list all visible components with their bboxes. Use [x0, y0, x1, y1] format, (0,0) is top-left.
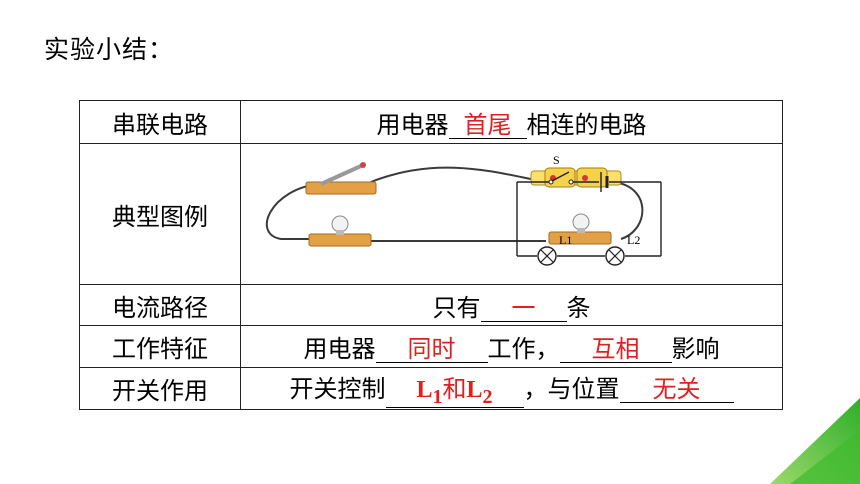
lamp1-label: L1 — [559, 233, 572, 247]
circuit-cell: S L1 L2 — [240, 143, 783, 285]
row-label: 开关作用 — [79, 367, 241, 410]
lamp-cross — [608, 249, 622, 263]
table-row-diagram: 典型图例 — [79, 143, 783, 285]
text-pre: 用电器 — [303, 335, 376, 363]
bulb-socket — [577, 228, 585, 233]
table-row-path: 电流路径 只有一条 — [79, 284, 783, 326]
row-label: 串联电路 — [79, 100, 241, 144]
answer-blank: 互相 — [559, 336, 672, 364]
row-label: 典型图例 — [79, 143, 241, 285]
text-pre: 只有 — [432, 293, 481, 322]
answer-blank: 首尾 — [448, 111, 527, 139]
summary-table: 串联电路 用电器首尾相连的电路 典型图例 — [79, 100, 783, 410]
green-triangle-inner — [790, 430, 860, 484]
text-post: 条 — [566, 293, 591, 322]
wire — [610, 181, 644, 240]
lamp-subscript: 2 — [482, 385, 493, 408]
switch-lever — [320, 164, 362, 186]
table-row-series: 串联电路 用电器首尾相连的电路 — [79, 100, 783, 144]
switch-knob — [360, 162, 366, 168]
lamp-letter: L — [466, 376, 483, 403]
row-label: 工作特征 — [79, 325, 241, 368]
row-content: 只有一条 — [240, 284, 783, 326]
text-post: 影响 — [671, 335, 720, 363]
text-mid: ，与位置 — [523, 374, 620, 403]
lamp2-label: L2 — [627, 233, 640, 247]
answer-blank: 无关 — [619, 375, 734, 403]
lamp-subscript: 1 — [432, 385, 443, 408]
table-row-work: 工作特征 用电器同时工作，互相影响 — [79, 325, 783, 368]
lamp-letter: L — [416, 376, 433, 403]
answer-blank: 同时 — [375, 336, 488, 364]
switch-label: S — [553, 153, 560, 167]
row-label: 电流路径 — [79, 284, 241, 326]
text-pre: 开关控制 — [289, 374, 386, 403]
wire — [370, 166, 547, 183]
switch-symbol — [551, 171, 570, 182]
lamp-cross — [540, 249, 554, 263]
wire — [265, 183, 320, 240]
row-content: 用电器同时工作，互相影响 — [240, 325, 783, 368]
answer-blank: 一 — [480, 294, 567, 322]
bulb-socket — [336, 230, 344, 235]
conjunction: 和 — [442, 374, 467, 403]
switch-symbol — [568, 179, 574, 185]
battery-terminal — [582, 175, 588, 181]
page-heading: 实验小结： — [44, 35, 175, 64]
text-mid: 工作， — [487, 335, 560, 363]
row-content: 用电器首尾相连的电路 — [240, 100, 783, 144]
text-pre: 用电器 — [376, 110, 449, 139]
circuit-schematic: S L1 L2 — [516, 153, 662, 266]
answer-blank: L1和L2 — [385, 374, 524, 409]
green-triangle — [770, 398, 860, 484]
text-post: 相连的电路 — [526, 110, 647, 139]
